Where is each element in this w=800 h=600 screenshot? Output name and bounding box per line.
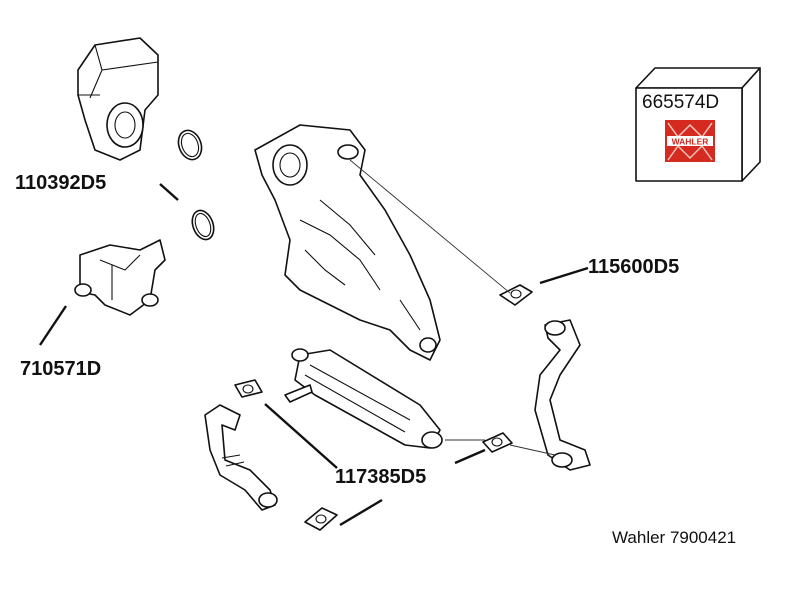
kit-box-icon: WAHLER bbox=[635, 67, 761, 182]
leader-117385D5-c bbox=[339, 498, 383, 527]
part-label-117385D5: 117385D5 bbox=[335, 466, 427, 488]
intake-manifold-drawing bbox=[254, 124, 441, 361]
leader-117385D5-b bbox=[454, 448, 486, 465]
switch-valve-drawing bbox=[74, 239, 166, 316]
egr-pipe-right-drawing bbox=[534, 319, 591, 471]
egr-pipe-left-drawing bbox=[204, 404, 278, 511]
leader-117385D5-a bbox=[264, 403, 338, 469]
egr-valve-drawing bbox=[77, 37, 159, 161]
part-label-115600D5: 115600D5 bbox=[588, 256, 680, 278]
leader-710571D bbox=[39, 305, 67, 346]
wahler-logo-text: WAHLER bbox=[672, 137, 709, 147]
kit-box-number: 665574D bbox=[642, 92, 720, 113]
gaskets bbox=[234, 284, 533, 531]
o-rings bbox=[177, 129, 215, 241]
part-label-110392D5: 110392D5 bbox=[15, 172, 107, 194]
part-label-710571D: 710571D bbox=[20, 358, 102, 380]
leader-115600D5 bbox=[539, 266, 589, 285]
leader-110392D5 bbox=[159, 183, 179, 201]
footer-reference: Wahler 7900421 bbox=[612, 528, 737, 547]
egr-cooler-drawing bbox=[284, 348, 443, 449]
